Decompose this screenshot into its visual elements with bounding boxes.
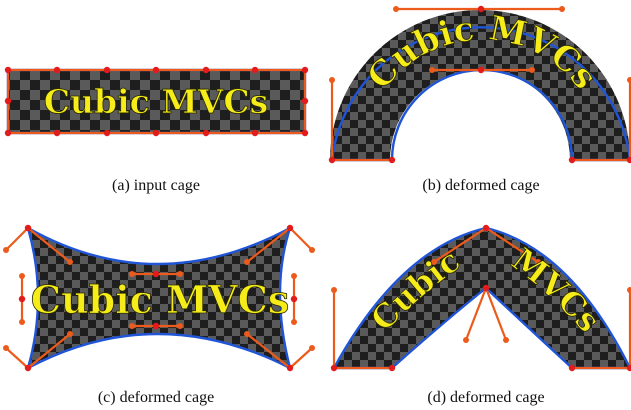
panel-a-word: Cubic MVCs	[44, 82, 268, 121]
panel-b-vertices	[328, 5, 631, 164]
panel-d-vertices	[330, 224, 631, 372]
panel-c-word: Cubic MVCs	[31, 277, 289, 322]
panel-d-caption: (d) deformed cage	[427, 389, 544, 406]
panel-b: Cubic MVCs (b) deformed cage	[328, 5, 631, 194]
panel-a-caption: (a) input cage	[112, 177, 200, 194]
panel-a-checker	[8, 70, 305, 133]
panel-b-cage-edge	[330, 26, 631, 162]
panel-c-checker	[28, 228, 290, 368]
panel-c: Cubic MVCs (c) deformed cage	[3, 224, 315, 406]
panel-c-caption: (c) deformed cage	[98, 389, 214, 406]
panel-b-caption: (b) deformed cage	[422, 177, 539, 194]
panel-d: Cubic MVCs (d) deformed cage	[330, 224, 631, 406]
panel-a: Cubic MVCs (a) input cage	[4, 66, 309, 194]
panel-d-checker	[334, 228, 630, 368]
panel-d-cage-edge	[331, 226, 631, 370]
panel-c-vertices	[3, 224, 315, 372]
panel-a-vertices	[4, 66, 309, 137]
